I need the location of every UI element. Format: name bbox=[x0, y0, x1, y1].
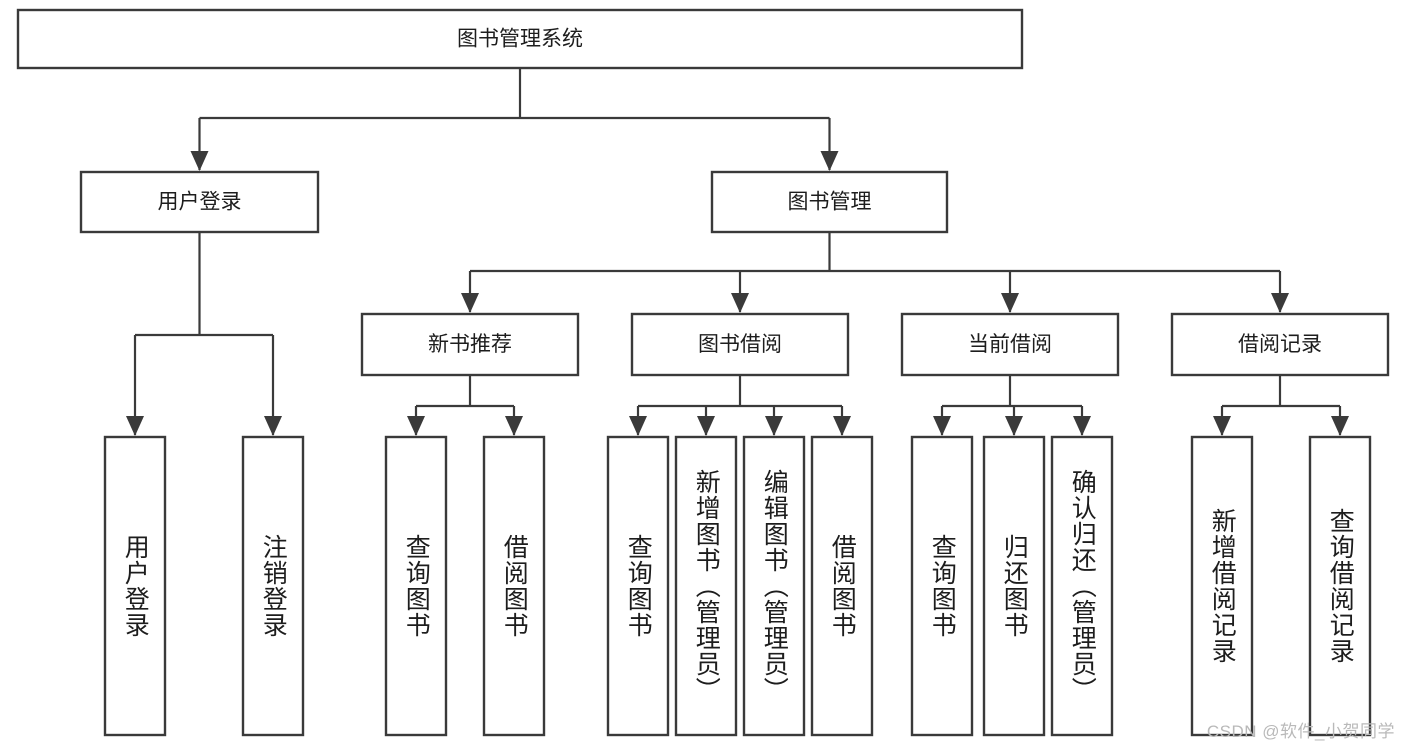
node-label-borrow-record: 借阅记录 bbox=[1238, 333, 1322, 356]
watermark-text: CSDN @软件_小贺同学 bbox=[1206, 722, 1395, 741]
node-box-leaf-borrow-book-1[interactable] bbox=[482, 435, 546, 737]
node-label-book-management: 图书管理 bbox=[788, 191, 872, 214]
node-label-root: 图书管理系统 bbox=[457, 28, 583, 51]
arrow-borrow-record-to-leaf-query-borrow-rec bbox=[1331, 416, 1349, 436]
node-label-leaf-add-borrow-rec: 新增借阅记录 bbox=[1208, 508, 1237, 664]
arrow-borrow-record-to-leaf-add-borrow-rec bbox=[1213, 416, 1231, 436]
node-box-leaf-logout-login[interactable] bbox=[241, 435, 305, 737]
arrow-book-borrow-to-leaf-borrow-book-2 bbox=[833, 416, 851, 436]
connector-lines bbox=[126, 68, 1349, 436]
node-label-leaf-user-login: 用户登录 bbox=[121, 534, 150, 638]
arrow-bookmgmt-to-current-borrow bbox=[1001, 293, 1019, 313]
node-label-leaf-query-book-3: 查询图书 bbox=[928, 534, 957, 638]
node-label-leaf-logout-login: 注销登录 bbox=[259, 534, 288, 638]
node-label-new-book-recommend: 新书推荐 bbox=[428, 333, 512, 356]
node-label-leaf-return-book: 归还图书 bbox=[1000, 534, 1029, 638]
arrow-book-borrow-to-leaf-add-book-admin bbox=[697, 416, 715, 436]
node-box-leaf-edit-book-admin[interactable] bbox=[742, 435, 806, 737]
arrow-user-login-to-leaf-logout-login bbox=[264, 416, 282, 436]
node-label-book-borrow: 图书借阅 bbox=[698, 333, 782, 356]
node-box-leaf-add-borrow-rec[interactable] bbox=[1190, 435, 1254, 737]
node-label-leaf-borrow-book-2: 借阅图书 bbox=[828, 534, 857, 638]
node-box-leaf-query-book-1[interactable] bbox=[384, 435, 448, 737]
node-box-leaf-confirm-return[interactable] bbox=[1050, 435, 1114, 737]
node-box-leaf-return-book[interactable] bbox=[982, 435, 1046, 737]
arrow-current-borrow-to-leaf-query-book-3 bbox=[933, 416, 951, 436]
node-box-book-management[interactable] bbox=[710, 170, 949, 234]
node-box-borrow-record[interactable] bbox=[1170, 312, 1390, 377]
node-label-leaf-confirm-return: 确认归还（管理员） bbox=[1068, 469, 1097, 703]
arrow-book-borrow-to-leaf-query-book-2 bbox=[629, 416, 647, 436]
arrow-current-borrow-to-leaf-confirm-return bbox=[1073, 416, 1091, 436]
node-label-leaf-edit-book-admin: 编辑图书（管理员） bbox=[760, 469, 789, 703]
node-box-leaf-query-borrow-rec[interactable] bbox=[1308, 435, 1372, 737]
node-box-user-login[interactable] bbox=[79, 170, 320, 234]
arrow-root-to-book-management bbox=[820, 151, 839, 171]
arrow-bookmgmt-to-book-borrow bbox=[731, 293, 749, 313]
node-label-leaf-query-book-2: 查询图书 bbox=[624, 534, 653, 638]
node-label-leaf-add-book-admin: 新增图书（管理员） bbox=[692, 469, 721, 703]
node-box-leaf-borrow-book-2[interactable] bbox=[810, 435, 874, 737]
node-label-leaf-borrow-book-1: 借阅图书 bbox=[500, 534, 529, 638]
node-box-leaf-user-login[interactable] bbox=[103, 435, 167, 737]
node-box-root[interactable] bbox=[16, 8, 1024, 70]
arrow-new-book-recommend-to-leaf-query-book-1 bbox=[407, 416, 425, 436]
node-box-new-book-recommend[interactable] bbox=[360, 312, 580, 377]
node-label-user-login: 用户登录 bbox=[158, 191, 242, 214]
arrow-bookmgmt-to-new-book-recommend bbox=[461, 293, 479, 313]
arrow-bookmgmt-to-borrow-record bbox=[1271, 293, 1289, 313]
arrow-new-book-recommend-to-leaf-borrow-book-1 bbox=[505, 416, 523, 436]
arrow-book-borrow-to-leaf-edit-book-admin bbox=[765, 416, 783, 436]
node-box-book-borrow[interactable] bbox=[630, 312, 850, 377]
arrow-user-login-to-leaf-user-login bbox=[126, 416, 144, 436]
node-label-leaf-query-borrow-rec: 查询借阅记录 bbox=[1326, 508, 1355, 664]
node-box-leaf-query-book-3[interactable] bbox=[910, 435, 974, 737]
node-label-current-borrow: 当前借阅 bbox=[968, 333, 1052, 356]
node-box-leaf-add-book-admin[interactable] bbox=[674, 435, 738, 737]
node-box-leaf-query-book-2[interactable] bbox=[606, 435, 670, 737]
arrow-root-to-user-login bbox=[190, 151, 209, 171]
node-box-current-borrow[interactable] bbox=[900, 312, 1120, 377]
node-label-leaf-query-book-1: 查询图书 bbox=[402, 534, 431, 638]
arrow-current-borrow-to-leaf-return-book bbox=[1005, 416, 1023, 436]
